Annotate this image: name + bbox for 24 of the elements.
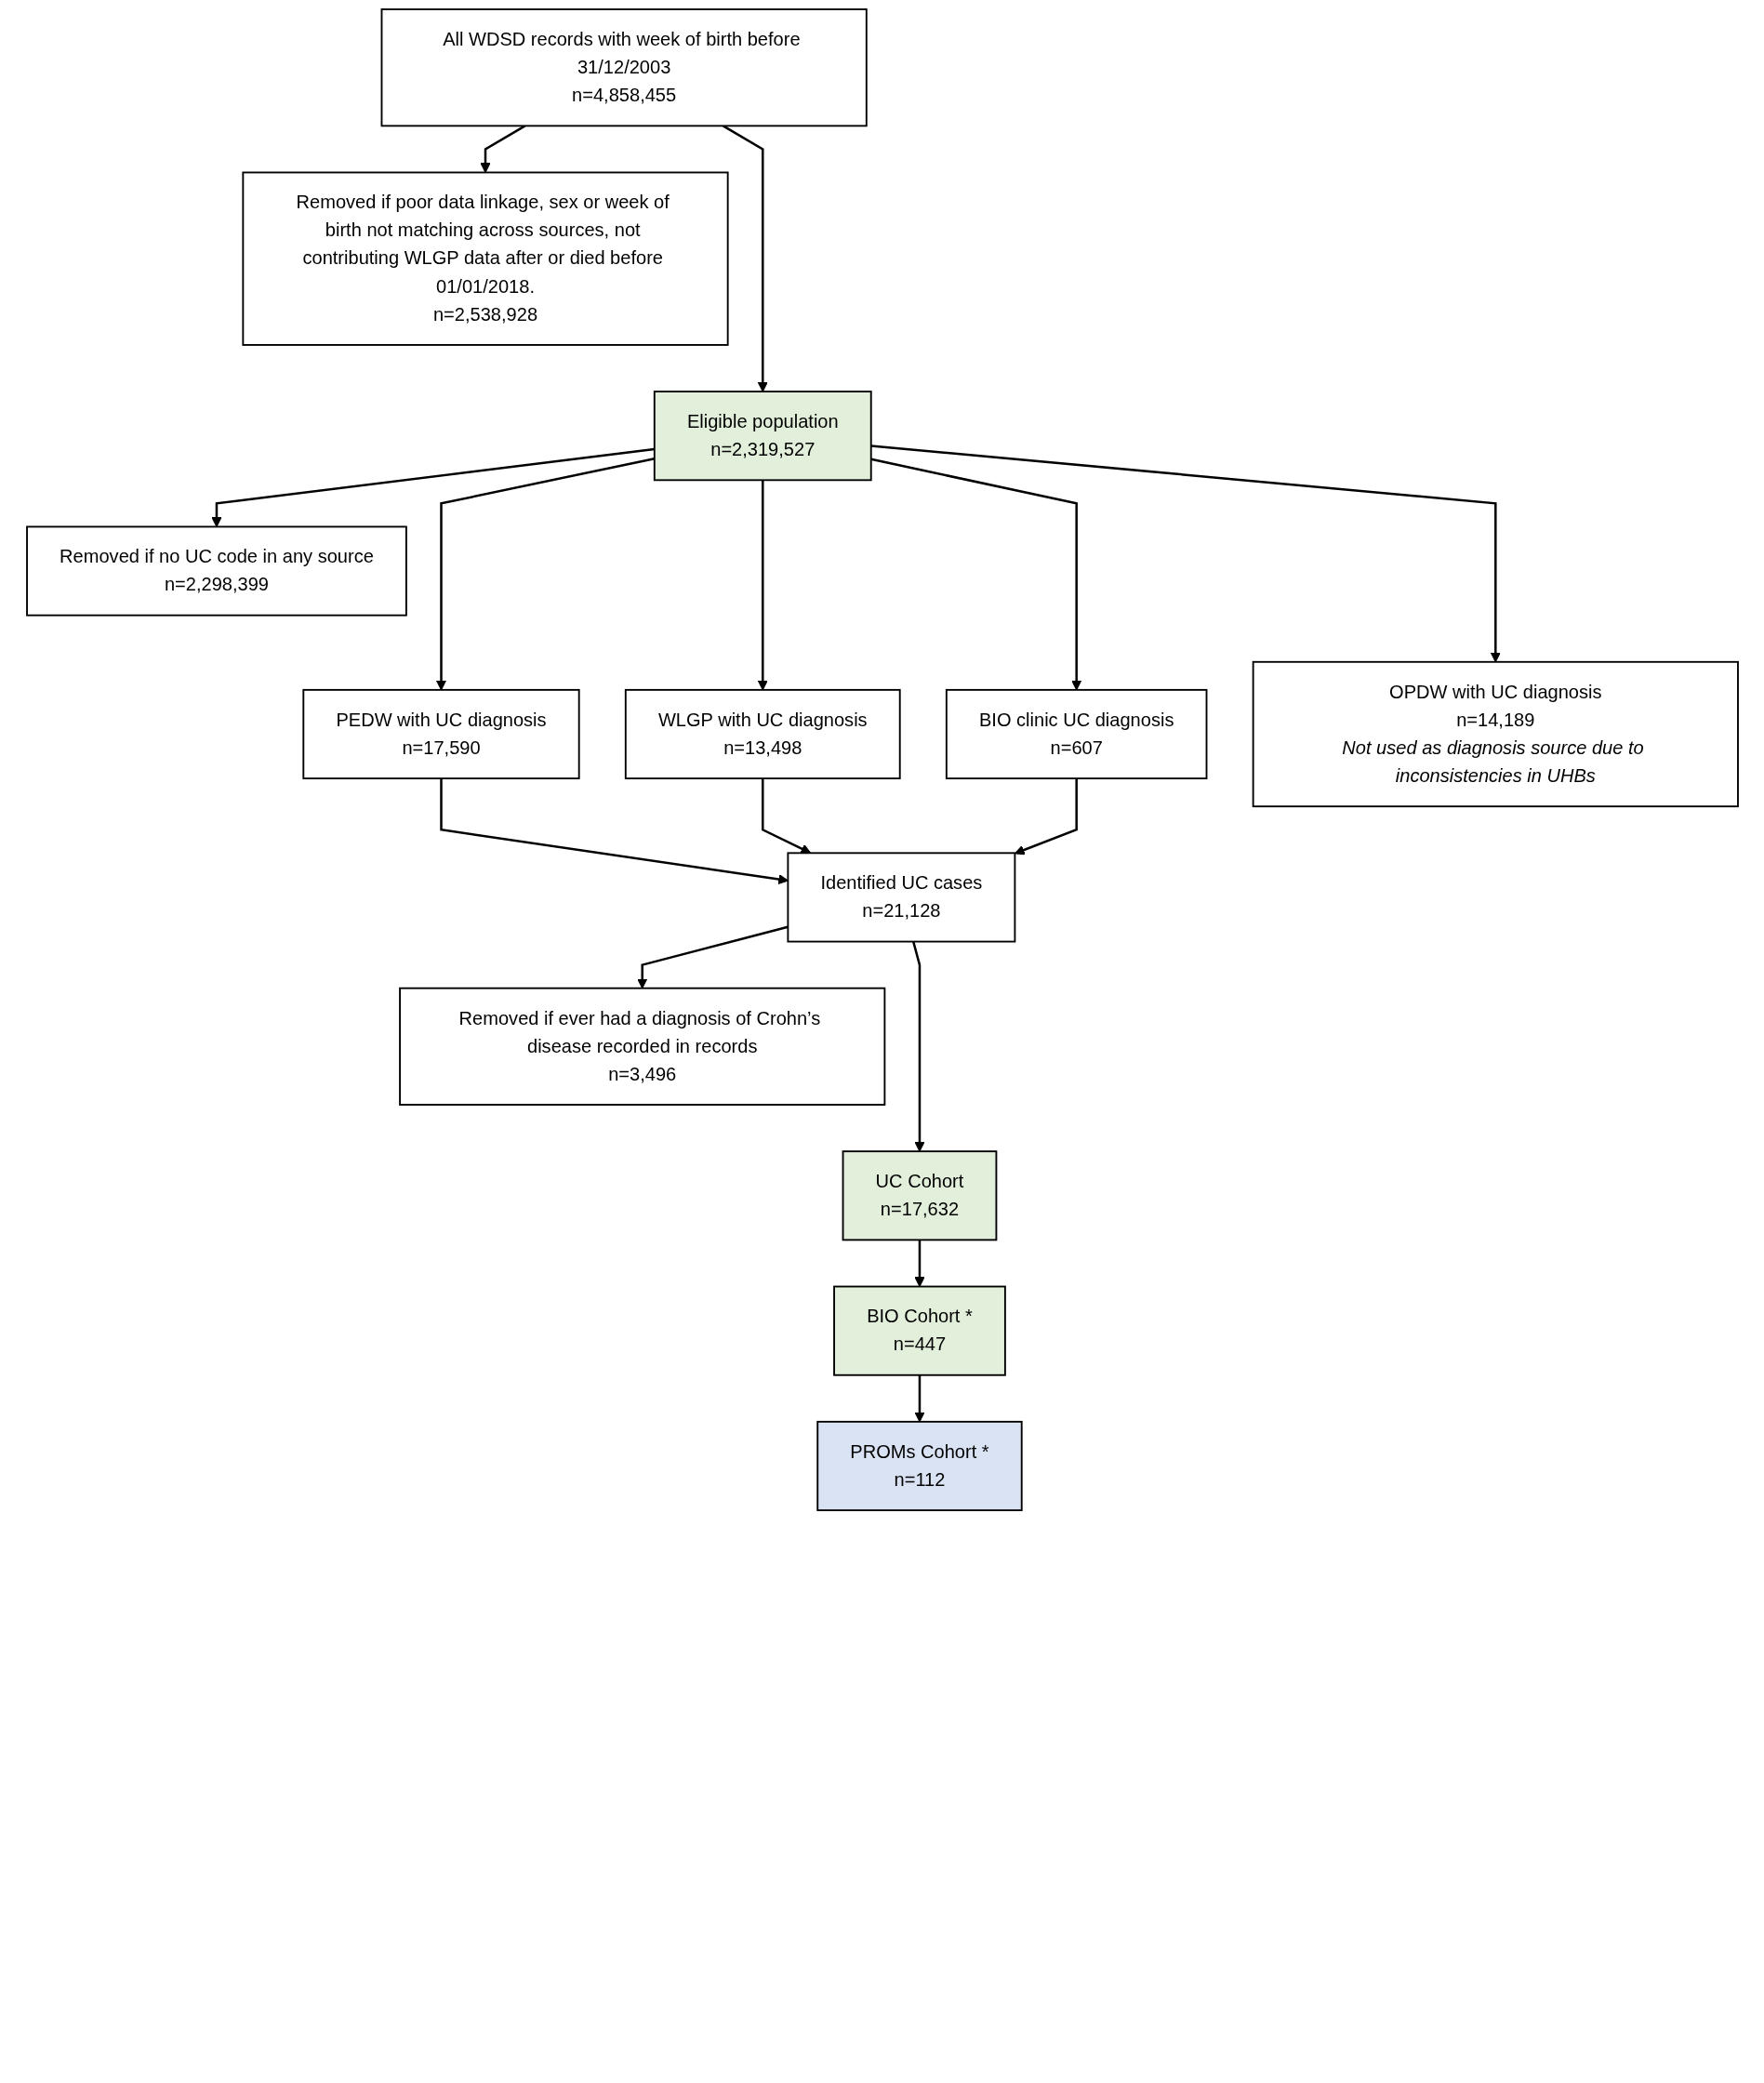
node-box: Eligible population n=2,319,527 <box>653 391 872 482</box>
node-box: OPDW with UC diagnosis n=14,189 Not used as diagnosis source due to inconsistencies in UHBs <box>1252 660 1739 808</box>
node-box: All WDSD records with week of birth before 31/12/2003 n=4,858,455 <box>380 8 868 127</box>
arrow <box>757 480 768 691</box>
arrow <box>210 447 655 527</box>
arrow <box>1014 778 1078 856</box>
node-box: BIO clinic UC diagnosis n=607 <box>945 688 1207 780</box>
node-box: BIO Cohort * n=447 <box>832 1285 1006 1376</box>
node-box: PROMs Cohort * n=112 <box>816 1420 1023 1512</box>
arrow <box>870 444 1501 663</box>
arrow <box>722 125 768 392</box>
node-box: Removed if ever had a diagnosis of Crohn’s disease recorded in records n=3,496 <box>398 987 885 1106</box>
arrow <box>913 1374 924 1423</box>
arrow <box>761 778 811 854</box>
node-box: Identified UC cases n=21,128 <box>786 852 1015 943</box>
node-box: PEDW with UC diagnosis n=17,590 <box>301 688 580 780</box>
arrow <box>913 1240 924 1287</box>
node-box: WLGP with UC diagnosis n=13,498 <box>624 688 901 780</box>
node-box: Removed if no UC code in any source n=2,298,399 <box>25 525 407 617</box>
node-box: UC Cohort n=17,632 <box>842 1150 997 1241</box>
arrow <box>435 457 655 691</box>
arrow <box>911 941 924 1152</box>
arrow <box>480 125 525 173</box>
node-box: Removed if poor data linkage, sex or week of birth not matching across sources, not contributing WLGP data after or died before 01/01/2018. n=2,538,928 <box>241 171 729 346</box>
